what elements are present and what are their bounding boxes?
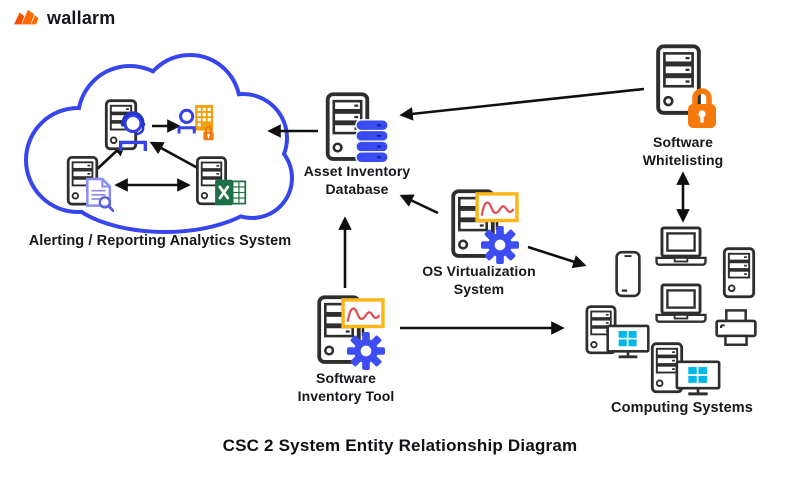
arrow-whitelisting-to-assetdb (399, 87, 645, 121)
label-software-inventory: Software Inventory Tool (297, 370, 395, 404)
database-icon (354, 119, 390, 163)
excel-icon (214, 179, 247, 206)
laptop-icon (655, 283, 707, 324)
label-alerting-analytics: Alerting / Reporting Analytics System (28, 233, 292, 249)
label-computing-systems: Computing Systems (611, 400, 753, 416)
printer-icon (715, 309, 757, 347)
label-os-virtualization: OS Virtualization System (422, 263, 536, 297)
label-software-whitelisting: Software Whitelisting (642, 134, 724, 168)
desktop-tower-icon (722, 247, 756, 299)
wallarm-logo-icon (14, 9, 39, 25)
gear-icon (347, 332, 385, 370)
windows-monitor-icon (606, 324, 650, 359)
smartphone-icon (615, 250, 641, 298)
os-virtualization-node (453, 191, 519, 264)
software-inventory-tool-node (319, 297, 385, 370)
software-whitelisting-node (658, 46, 716, 128)
wallarm-logo: wallarm (12, 7, 115, 29)
cloud-shape (24, 53, 294, 234)
label-asset-inventory-db: Asset Inventory Database (303, 163, 411, 197)
windows-monitor-icon (675, 360, 721, 396)
laptop-icon (655, 226, 707, 267)
wallarm-logo-text: wallarm (47, 7, 116, 28)
arrow-osvirt-to-assetdb (399, 194, 439, 215)
computing-systems-group (585, 226, 757, 396)
arrow-osvirt-to-computing (527, 245, 587, 269)
gear-icon (481, 226, 519, 264)
diagram-title: CSC 2 System Entity Relationship Diagram (222, 436, 578, 455)
asset-inventory-database-node (328, 94, 390, 163)
